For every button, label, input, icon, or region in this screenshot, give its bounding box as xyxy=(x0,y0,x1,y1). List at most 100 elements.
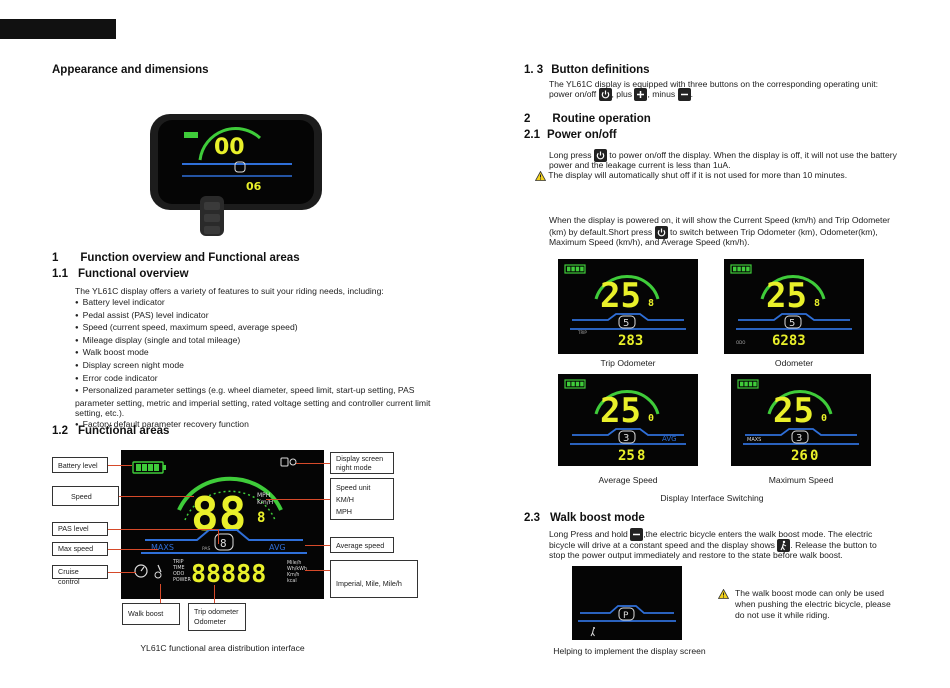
diagram-odo-digits: 88888 xyxy=(191,559,266,588)
callout-line xyxy=(214,585,215,603)
battery-icon xyxy=(564,264,586,274)
walk-boost-screen: P xyxy=(572,566,682,640)
page-tab-marker xyxy=(0,19,116,39)
minus-icon xyxy=(630,528,644,541)
power-warning: The display will automatically shut off … xyxy=(534,170,847,181)
diagram-unit-mph: MPH xyxy=(257,492,270,499)
speed-arc xyxy=(594,389,660,415)
feature-item: Speed (current speed, maximum speed, ave… xyxy=(75,322,440,335)
diagram-maxs-label: MAXS xyxy=(151,543,174,552)
mileage-digits: 283 xyxy=(618,333,643,349)
callout-battery: Battery level xyxy=(52,457,108,473)
callout-night-line1: Display screen xyxy=(336,454,384,463)
speed-decimal: 0 xyxy=(648,413,654,424)
walk-line3: stop the power output immediately and re… xyxy=(549,550,843,560)
callout-night: Display screen night mode xyxy=(330,452,394,474)
device-odo-digits: 06 xyxy=(246,180,262,193)
mileage-tag: ODO xyxy=(736,340,745,345)
pas-digit: 5 xyxy=(789,318,795,329)
diagram-unit-mileh: Mile/h xyxy=(287,560,301,566)
road-line xyxy=(738,313,850,321)
battery-bar xyxy=(746,266,750,272)
battery-icon xyxy=(737,379,759,389)
speed-digits: 25 xyxy=(773,391,814,431)
battery-bar xyxy=(580,381,584,387)
mode-label: MAXS xyxy=(747,437,761,443)
callout-line xyxy=(108,465,132,466)
mileage-tag: TRIP xyxy=(577,330,587,335)
speed-arc xyxy=(760,274,826,300)
battery-icon xyxy=(564,379,586,389)
mileage-digits: 25 xyxy=(618,448,635,464)
callout-speed: Speed xyxy=(52,486,119,506)
battery-bar xyxy=(748,381,753,387)
diagram-pas-small: PAS xyxy=(202,546,211,552)
mileage-digits: 26 xyxy=(791,448,808,464)
button-def-line1: The YL61C display is equipped with three… xyxy=(549,79,879,89)
power-icon xyxy=(654,226,668,239)
warning-icon xyxy=(534,170,547,181)
battery-bar xyxy=(580,266,584,272)
pas-digit: 3 xyxy=(796,433,802,444)
feature-item: Pedal assist (PAS) level indicator xyxy=(75,310,440,323)
power-line1: Long press to power on/off the display. … xyxy=(549,149,897,162)
mileage-decimal: 0 xyxy=(810,448,818,464)
speed-digits: 25 xyxy=(600,276,641,316)
callout-unit-title: Speed unit xyxy=(336,483,371,492)
walk-line1: Long Press and hold ,the electric bicycl… xyxy=(549,528,872,541)
battery-icon xyxy=(730,264,752,274)
pas-digit: 3 xyxy=(623,433,629,444)
callout-unit-kmh: KM/H xyxy=(336,495,354,504)
diagram-pas-digit: 8 xyxy=(220,537,227,550)
default-line3: Maximum Speed (km/h), and Average Speed … xyxy=(549,237,750,247)
callout-line xyxy=(108,572,136,573)
callout-cruise: Cruise control xyxy=(52,565,108,586)
battery-bar xyxy=(753,381,757,387)
pas-frame xyxy=(618,315,636,329)
mileage-digits: 6283 xyxy=(772,333,806,349)
callout-line xyxy=(305,570,330,571)
road-line xyxy=(572,313,684,321)
diagram-avg-label: AVG xyxy=(269,543,286,552)
feature-list: Battery level indicatorPedal assist (PAS… xyxy=(75,297,440,432)
power-icon xyxy=(598,88,612,101)
callout-pas: PAS level xyxy=(52,522,108,536)
diagram-odo-label: ODO xyxy=(173,571,184,577)
callout-average-speed: Average speed xyxy=(330,537,394,553)
callout-line xyxy=(305,545,330,546)
road-line xyxy=(572,428,684,436)
callout-trip-line2: Odometer xyxy=(194,617,226,626)
feature-item: Battery level indicator xyxy=(75,297,440,310)
speed-digits: 25 xyxy=(600,391,641,431)
battery-bar xyxy=(571,266,575,272)
pas-digit: 5 xyxy=(623,318,629,329)
device-photo: 00 06 xyxy=(142,108,328,238)
walk-warning: The walk boost mode can only be used whe… xyxy=(718,588,891,621)
callout-trip-line1: Trip odometer xyxy=(194,607,239,616)
mileage-decimal: 8 xyxy=(637,448,645,464)
default-line2: (km) by default.Short press to switch be… xyxy=(549,226,878,239)
walk-line2: bicycle will drive at a constant speed a… xyxy=(549,539,877,552)
feature-item: Display screen night mode xyxy=(75,360,440,373)
feature-item: Factory default parameter recovery funct… xyxy=(75,419,440,432)
caption-average-speed: Average Speed xyxy=(598,475,658,485)
diagram-unit-kmh2: Km/h xyxy=(287,572,299,578)
feature-item: Error code indicator xyxy=(75,373,440,386)
switch-caption: Display Interface Switching xyxy=(660,493,764,503)
walk-screen-pas: P xyxy=(623,611,629,621)
battery-bar xyxy=(571,381,575,387)
caption-odometer: Odometer xyxy=(774,358,814,368)
callout-trip: Trip odometer Odometer xyxy=(188,603,246,631)
speed-decimal: 8 xyxy=(814,298,820,309)
overview-intro: The YL61C display offers a variety of fe… xyxy=(75,286,384,296)
callout-unit-mph: MPH xyxy=(336,507,352,516)
battery-bar xyxy=(733,266,737,272)
device-speed-digits: 00 xyxy=(214,135,245,160)
feature-item: Personalized parameter settings (e.g. wh… xyxy=(75,385,440,419)
battery-bar xyxy=(740,381,744,387)
speed-arc xyxy=(767,389,833,415)
